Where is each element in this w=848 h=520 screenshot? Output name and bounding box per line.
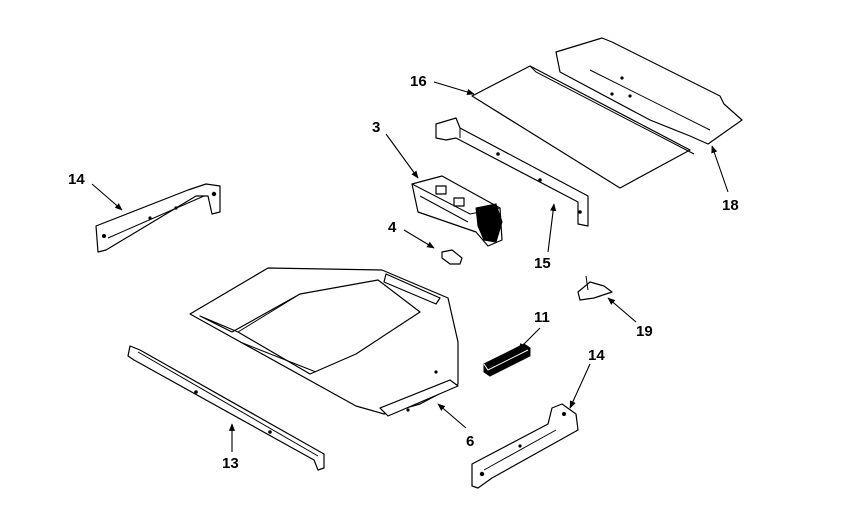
- callout-4: 4: [388, 219, 397, 236]
- callout-19: 19: [636, 323, 653, 340]
- callout-11: 11: [534, 309, 550, 326]
- part-15-rear-bracket: [435, 117, 589, 227]
- part-16-top-cover: [471, 65, 695, 189]
- callout-16: 16: [410, 73, 427, 90]
- part-13-front-rail: [127, 345, 325, 471]
- part-4-clip: [441, 249, 463, 265]
- part-6-tray: [189, 267, 459, 417]
- part-14-left-bracket: [95, 183, 221, 253]
- leader-lines: [91, 81, 729, 452]
- part-3-motor-assembly: [411, 175, 503, 247]
- part-14-right-bracket: [471, 403, 579, 489]
- callout-3: 3: [372, 119, 380, 136]
- part-11-terminal-block: [483, 343, 531, 377]
- part-19-bracket: [577, 275, 613, 301]
- callout-18: 18: [722, 197, 739, 214]
- callout-13: 13: [222, 455, 239, 472]
- callout-15: 15: [534, 255, 551, 272]
- callout-labels: 16 3 14 4 15 18 11 19 14 6 13: [68, 73, 739, 472]
- part-18-panel: [555, 37, 743, 145]
- callout-14-left: 14: [68, 171, 85, 188]
- callout-6: 6: [466, 433, 474, 450]
- callout-14-right: 14: [588, 347, 605, 364]
